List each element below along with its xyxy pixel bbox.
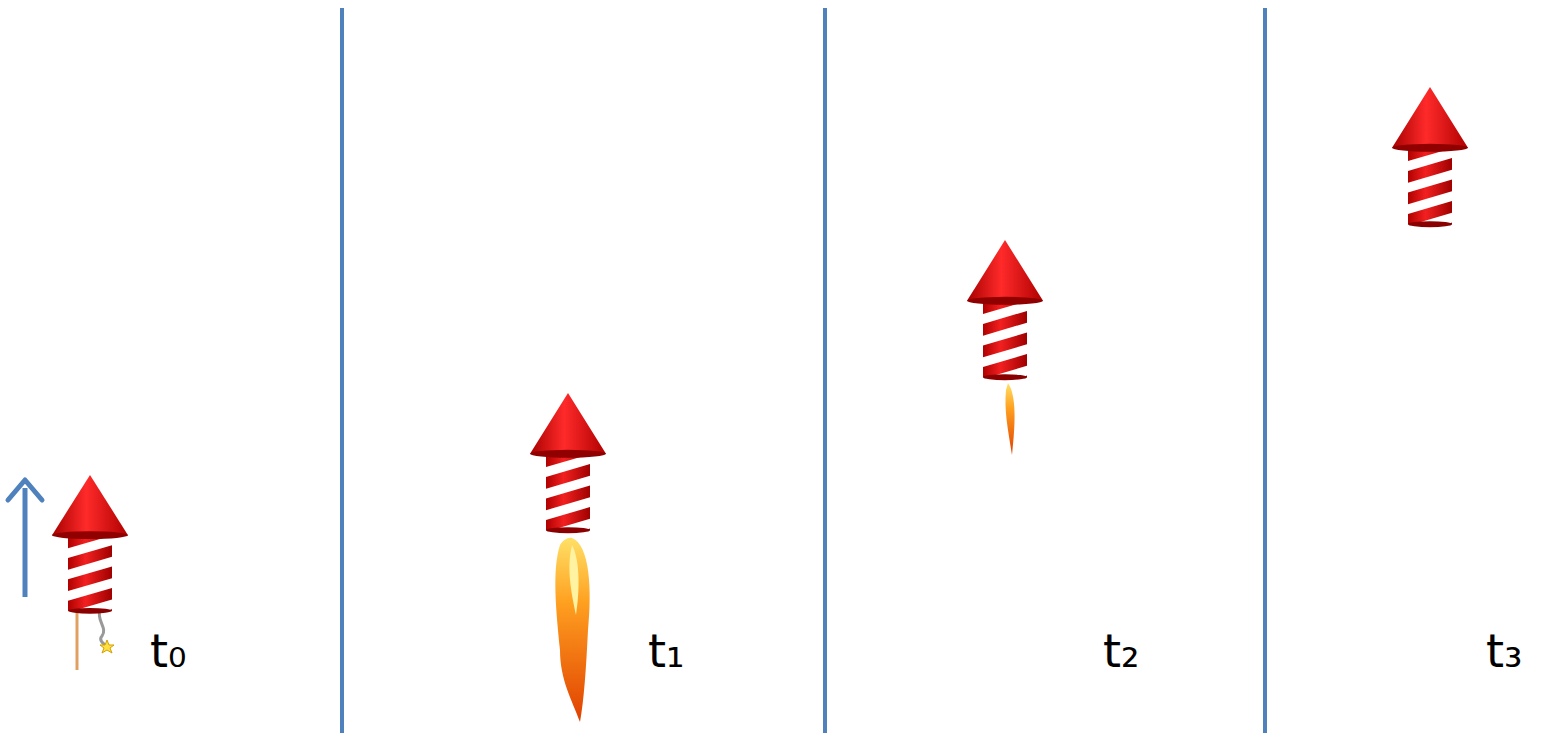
time-label-box: t₁ [648, 628, 684, 674]
time-label: t₃ [1486, 624, 1522, 678]
time-label: t₁ [648, 624, 684, 678]
time-label: t₂ [1103, 624, 1139, 678]
time-label-box: t₀ [150, 628, 186, 674]
time-label: t₀ [150, 624, 186, 678]
time-label-box: t₃ [1486, 628, 1522, 674]
time-label-box: t₂ [1103, 628, 1139, 674]
